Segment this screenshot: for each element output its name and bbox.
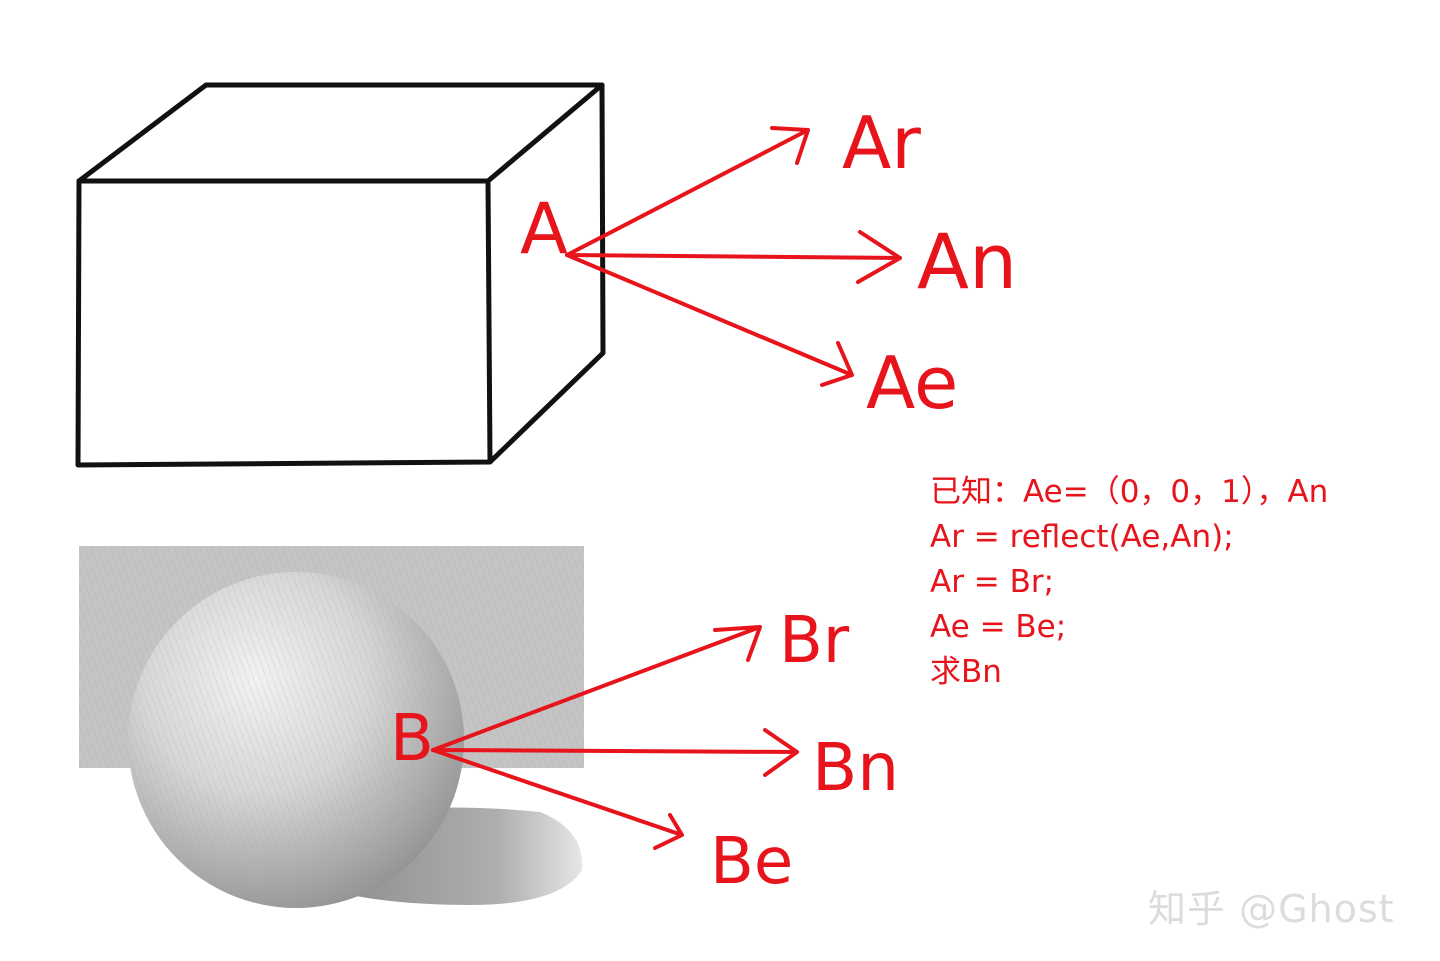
arrow-ae [565, 253, 854, 387]
notes-line-ae-be: Ae = Be; [930, 609, 1067, 645]
watermark: 知乎 @Ghost [1148, 887, 1395, 931]
arrow-be [431, 748, 684, 850]
label-vector-an: An [917, 217, 1017, 306]
label-point-a: A [520, 188, 568, 270]
arrow-an [565, 230, 902, 284]
label-vector-bn: Bn [812, 729, 899, 806]
label-vector-ar: Ar [842, 101, 921, 185]
box-front-face [75, 178, 493, 468]
arrow-ar [565, 126, 810, 257]
arrows-a [565, 126, 902, 387]
label-vector-br: Br [779, 604, 850, 678]
label-point-b: B [390, 702, 434, 776]
arrows-b [431, 625, 799, 850]
arrow-bn [431, 728, 799, 777]
arrow-br [431, 625, 762, 752]
box-top-face [76, 82, 605, 184]
box-side-face [487, 82, 606, 465]
box-drawing [75, 82, 606, 468]
notes-line-reflect: Ar = reflect(Ae,An); [930, 519, 1234, 555]
notes-line-ar-br: Ar = Br; [930, 564, 1055, 600]
sphere-drawing [79, 546, 584, 908]
label-vector-be: Be [710, 825, 793, 899]
problem-notes: 已知：Ae=（0，0，1），An Ar = reflect(Ae,An); Ar… [930, 470, 1328, 695]
notes-line-given: 已知：Ae=（0，0，1），An [930, 474, 1329, 510]
label-vector-ae: Ae [866, 341, 958, 425]
notes-line-find-bn: 求Bn [930, 654, 1002, 690]
